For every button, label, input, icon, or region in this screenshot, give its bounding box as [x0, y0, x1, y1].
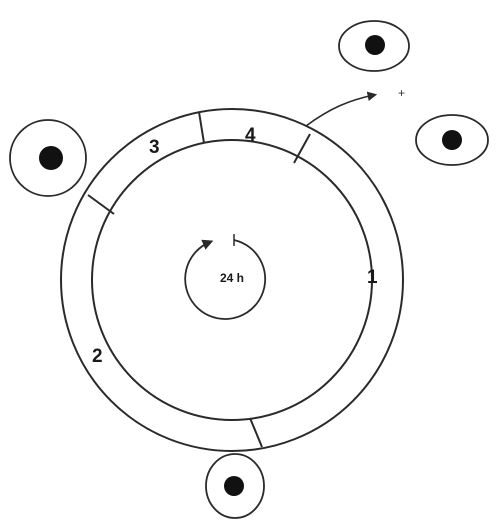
cell-left: [10, 120, 86, 196]
segment-label-3: 3: [149, 137, 160, 158]
cell-right: [416, 115, 488, 165]
center-duration-label: 24 h: [220, 271, 244, 285]
nucleus: [442, 130, 462, 150]
divider-line: [250, 418, 262, 447]
divider-line: [88, 195, 114, 214]
segment-label-4: 4: [245, 125, 256, 146]
nucleus: [224, 476, 244, 496]
segment-label-2: 2: [92, 346, 103, 367]
cell-top-right: [339, 21, 409, 71]
divider-line: [199, 112, 204, 143]
division-arrow: [306, 95, 374, 126]
cell-bottom: [206, 454, 264, 518]
nucleus: [365, 35, 385, 55]
nucleus: [39, 146, 63, 170]
plus-sign: +: [398, 86, 405, 100]
segment-label-1: 1: [367, 267, 378, 288]
